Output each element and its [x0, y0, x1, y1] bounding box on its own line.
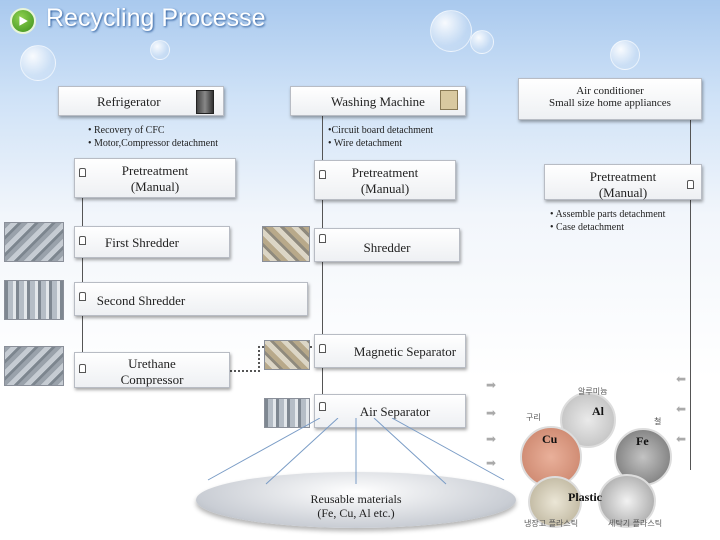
output-label-line2: (Fe, Cu, Al etc.) — [317, 506, 395, 520]
material-label-al: Al — [592, 404, 604, 418]
arrow-left-icon: ⬅ — [676, 372, 687, 386]
urethane-label: Urethane — [128, 356, 176, 371]
pretreatment-box-washer: Pretreatment (Manual) — [314, 160, 456, 200]
korean-label-fridge-plastic: 냉장고 플라스틱 — [524, 519, 579, 528]
korean-label-cu: 구리 — [526, 413, 541, 422]
pretreatment-sublabel: (Manual) — [130, 179, 180, 194]
dotted-connector — [258, 346, 260, 372]
material-label-cu: Cu — [542, 432, 558, 446]
pretreatment-box-refrigerator: Pretreatment (Manual) — [74, 158, 236, 198]
first-shredder-photo — [4, 222, 64, 262]
arrow-right-icon: ➡ — [486, 378, 497, 392]
connector-pin-icon — [79, 364, 86, 373]
korean-label-fe: 철 — [654, 417, 662, 426]
shredder-photo — [262, 226, 310, 262]
note-item: • Motor,Compressor detachment — [88, 138, 219, 149]
washing-machine-notes: •Circuit board detachment • Wire detachm… — [328, 124, 433, 150]
pretreatment-label: Pretreatment — [351, 165, 419, 180]
first-shredder-box: First Shredder — [74, 226, 230, 258]
page-title: Recycling Processe — [46, 4, 266, 32]
connector-pin-icon — [319, 170, 326, 179]
background-bubble — [610, 40, 640, 70]
note-item: • Case detachment — [550, 222, 625, 233]
first-shredder-label: First Shredder — [104, 235, 180, 250]
output-funnel-lines — [207, 418, 505, 485]
connector-pin-icon — [79, 168, 86, 177]
connector-pin-icon — [687, 180, 694, 189]
flow-line-washer — [322, 112, 323, 418]
aircon-notes: • Assemble parts detachment • Case detac… — [550, 208, 665, 234]
refrigerator-notes: • Recovery of CFC • Motor,Compressor det… — [88, 124, 218, 150]
refrigerator-icon — [196, 90, 214, 114]
pretreatment-label: Pretreatment — [121, 163, 189, 178]
shredder-label: Shredder — [363, 240, 411, 255]
urethane-compressor-photo — [4, 346, 64, 386]
washing-machine-label: Washing Machine — [331, 94, 425, 109]
note-item: • Wire detachment — [328, 138, 402, 149]
second-shredder-label: Second Shredder — [96, 293, 186, 308]
aircon-label-line1: Air conditioner — [576, 85, 644, 97]
arrow-left-icon: ⬅ — [676, 402, 687, 416]
pretreatment-box-aircon: Pretreatment (Manual) — [544, 164, 702, 200]
magnetic-separator-label: Magnetic Separator — [353, 344, 457, 359]
magnetic-separator-photo — [264, 340, 310, 370]
output-label-line1: Reusable materials — [310, 492, 402, 506]
pretreatment-label: Pretreatment — [589, 169, 657, 184]
connector-pin-icon — [319, 234, 326, 243]
washing-machine-icon — [440, 90, 458, 110]
washing-machine-box: Washing Machine — [290, 86, 466, 116]
korean-label-al: 알루미늄 — [578, 387, 608, 396]
fridge-plastic-sample — [528, 476, 582, 528]
title-bar: Recycling Processe — [0, 0, 720, 42]
magnetic-separator-box: Magnetic Separator — [314, 334, 466, 368]
shredder-box: Shredder — [314, 228, 460, 262]
air-separator-box: Air Separator — [314, 394, 466, 428]
note-item: • Assemble parts detachment — [550, 209, 666, 220]
background-bubble — [150, 40, 170, 60]
refrigerator-label: Refrigerator — [97, 94, 161, 109]
arrow-right-icon: ➡ — [486, 456, 497, 470]
washer-plastic-sample — [598, 474, 656, 528]
background-bubble — [470, 30, 494, 54]
air-separator-label: Air Separator — [359, 404, 431, 419]
urethane-compressor-box: Urethane Compressor — [74, 352, 230, 388]
aircon-label-line2: Small size home appliances — [549, 97, 671, 109]
note-item: •Circuit board detachment — [328, 125, 434, 136]
material-label-fe: Fe — [636, 434, 649, 448]
output-label: Reusable materials (Fe, Cu, Al etc.) — [196, 492, 516, 520]
flow-line-refrigerator — [82, 172, 83, 372]
pretreatment-sublabel: (Manual) — [598, 185, 648, 200]
arrow-left-icon: ⬅ — [676, 432, 687, 446]
connector-pin-icon — [79, 236, 86, 245]
pretreatment-sublabel: (Manual) — [360, 181, 410, 196]
korean-label-washer-plastic: 세탁기 플라스틱 — [608, 519, 663, 528]
play-arrow-icon — [10, 8, 36, 34]
second-shredder-photo — [4, 280, 64, 320]
arrow-right-icon: ➡ — [486, 406, 497, 420]
arrow-right-icon: ➡ — [486, 432, 497, 446]
connector-pin-icon — [319, 344, 326, 353]
material-label-plastic: Plastic — [568, 490, 602, 504]
flow-line-aircon — [690, 120, 691, 470]
background-bubble — [20, 45, 56, 81]
note-item: • Recovery of CFC — [88, 125, 165, 136]
aircon-box: Air conditioner Small size home applianc… — [518, 78, 702, 120]
air-separator-photo — [264, 398, 310, 428]
connector-pin-icon — [79, 292, 86, 301]
second-shredder-box: Second Shredder — [74, 282, 308, 316]
background-bubble — [430, 10, 472, 52]
compressor-label: Compressor — [120, 372, 184, 387]
connector-pin-icon — [319, 402, 326, 411]
